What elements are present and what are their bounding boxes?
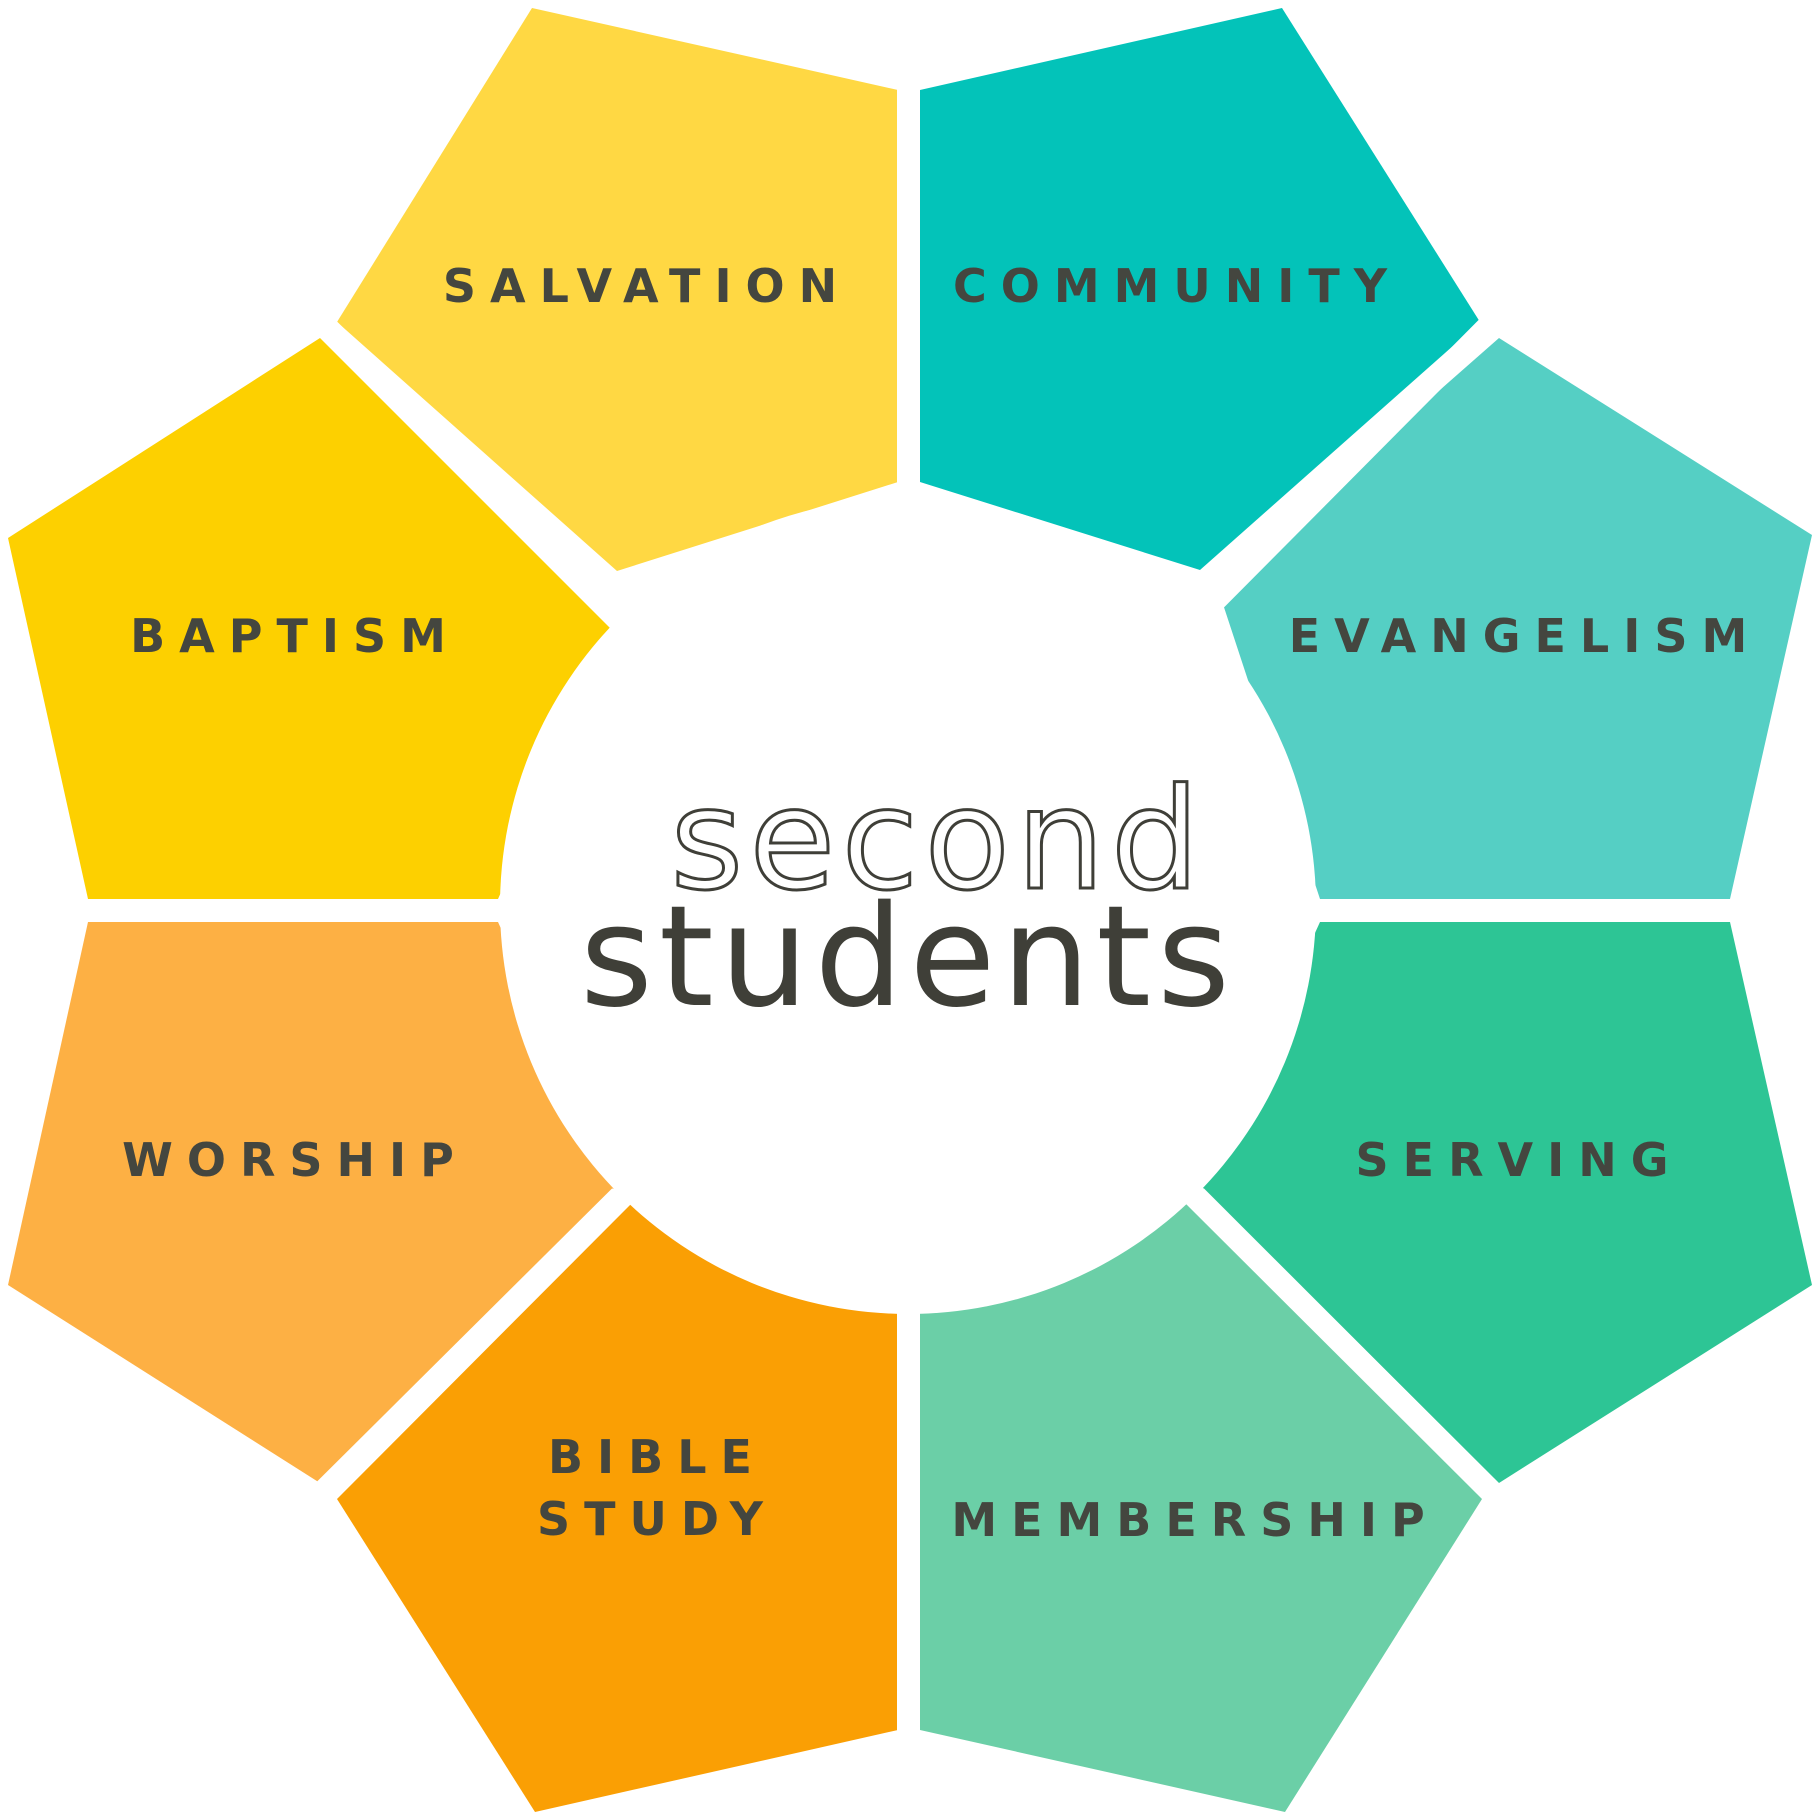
segment-label-bible-study-line-2: STUDY: [537, 1492, 777, 1546]
segment-separator-5: [0, 1188, 628, 1812]
segment-evangelism: [1217, 338, 1812, 899]
segment-label-baptism: BAPTISM: [130, 609, 460, 663]
segment-label-worship: WORSHIP: [122, 1133, 468, 1187]
segment-label-salvation: SALVATION: [443, 259, 851, 313]
segment-separator-2: [0, 0, 628, 628]
center-circle: [500, 498, 1316, 1314]
segment-separator-3: [1188, 0, 1816, 628]
logo-second-text: second: [670, 759, 1205, 922]
logo-students-text: students: [580, 876, 1236, 1039]
segment-label-bible-study-line-1: BIBLE: [548, 1430, 766, 1484]
segment-label-serving: SERVING: [1356, 1133, 1683, 1187]
second-students-logo: second students: [580, 758, 1236, 1040]
segment-baptism: [8, 338, 617, 899]
segment-label-evangelism: EVANGELISM: [1289, 609, 1762, 663]
labels-layer: SALVATION COMMUNITY EVANGELISM SERVING MEMBE…: [122, 259, 1762, 1547]
segment-community: [920, 8, 1480, 570]
segment-label-membership: MEMBERSHIP: [951, 1493, 1438, 1547]
segment-membership: [920, 1200, 1482, 1812]
segment-bible-study: [337, 1200, 898, 1812]
segment-separator-6: [1188, 1188, 1816, 1812]
segment-label-community: COMMUNITY: [953, 259, 1401, 313]
segment-salvation: [337, 8, 898, 571]
segment-worship: [8, 922, 617, 1483]
segment-serving: [1200, 922, 1812, 1483]
